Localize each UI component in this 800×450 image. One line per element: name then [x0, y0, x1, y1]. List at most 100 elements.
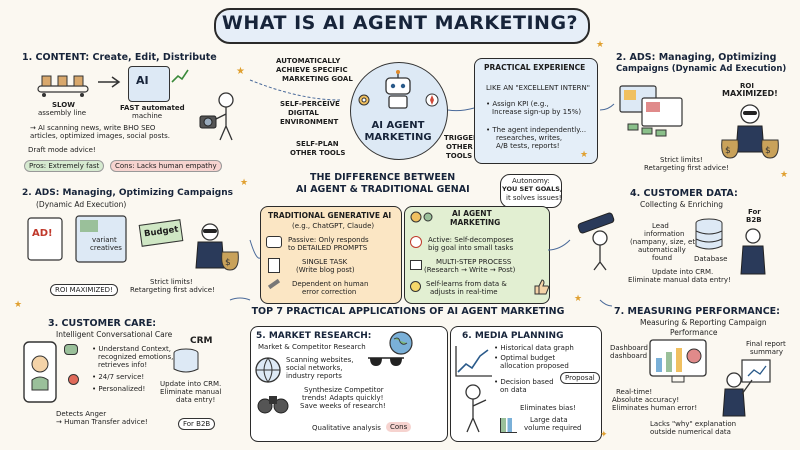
agent-item-3a: Self-learns from data & — [426, 280, 507, 288]
measure-lacks-2: outside numerical data — [650, 428, 731, 436]
media-large-1: Large data — [530, 416, 568, 424]
database-label: Database — [694, 255, 728, 263]
lead-info-1: Lead — [652, 222, 669, 230]
agent-item-1a: Active: Self-decomposes — [428, 236, 514, 244]
perceive-label-1: SELF-PERCEIVE — [280, 100, 340, 108]
goal-label-1: AUTOMATICALLY — [276, 57, 341, 65]
phone-chat-illustration — [23, 341, 57, 403]
flow-icon — [410, 260, 422, 270]
star-icon: ★ — [580, 150, 589, 160]
market-qual: Qualitative analysis — [312, 424, 381, 432]
cons-badge: Cons: Lacks human empathy — [110, 160, 222, 172]
document-icon — [268, 258, 280, 273]
measure-sub-1: Measuring & Reporting Campaign — [640, 318, 767, 327]
market-scan-3: industry reports — [286, 372, 342, 380]
market-synth-3: Save weeks of research! — [300, 402, 386, 410]
final-report-2: summary — [750, 348, 784, 356]
businessman-figure-illustration — [740, 228, 766, 275]
assembly-line-illustration — [37, 75, 89, 97]
compass-icon — [425, 93, 439, 107]
svg-text:$: $ — [225, 258, 231, 268]
customer-data-header: 4. CUSTOMER DATA: — [630, 188, 738, 199]
chat-bubble-green-icon — [64, 344, 78, 355]
database-icon — [695, 218, 723, 250]
dashboard-screen-illustration — [649, 339, 707, 383]
star-icon: ★ — [240, 178, 249, 188]
media-large-2: volume required — [524, 424, 582, 432]
trigger-label-3: TOOLS — [446, 152, 473, 160]
slow-label-1: SLOW — [52, 101, 75, 109]
measure-realtime-1: Real-time! — [616, 388, 653, 396]
perceive-label-2: DIGITAL — [288, 109, 319, 117]
cd-update-2: Eliminate manual data entry! — [628, 276, 731, 284]
gear-icon — [358, 94, 370, 106]
star-icon: ★ — [14, 300, 23, 310]
presenter-figure-illustration — [465, 384, 487, 433]
content-desc-2: articles, optimized images, social posts… — [30, 132, 170, 140]
measure-realtime-3: Eliminates human error! — [612, 404, 698, 412]
practical-agent-1: • The agent independently... — [486, 126, 587, 134]
ads-left-header: 2. ADS: Managing, Optimizing Campaigns — [22, 188, 234, 198]
ads-top-header-1: 2. ADS: Managing, Optimizing — [616, 52, 777, 63]
cd-update-1: Update into CRM. — [652, 268, 714, 276]
draft-mode-note: Draft mode advice! — [28, 146, 96, 154]
market-cons-badge: Cons — [386, 422, 412, 432]
market-header: 5. MARKET RESEARCH: — [256, 331, 372, 341]
arrow-icon — [98, 76, 121, 88]
media-item-3b: on data — [500, 386, 527, 394]
difference-header-2: AI AGENT & TRADITIONAL GENAI — [296, 184, 470, 195]
care-item-1c: retrieves info! — [98, 361, 148, 369]
practical-kpi-1: • Assign KPI (e.g., — [486, 100, 549, 108]
chart-bars-icon — [500, 418, 517, 433]
fast-label-1: FAST automated — [120, 104, 185, 112]
roi-maximized-badge: ROI MAXIMIZED! — [50, 284, 118, 296]
earth-icon — [389, 331, 413, 355]
businessman-money-illustration: $ $ — [721, 104, 779, 159]
top7-heading: TOP 7 PRACTICAL APPLICATIONS OF AI AGENT… — [251, 306, 565, 317]
trigger-label-1: TRIGGER — [444, 134, 479, 142]
trad-title-2: (e.g., ChatGPT, Claude) — [292, 222, 375, 230]
care-anger-1: Detects Anger — [56, 410, 107, 418]
svg-text:$: $ — [765, 146, 771, 156]
ad-screens-illustration — [619, 85, 683, 137]
traditional-genai-panel — [260, 206, 402, 304]
practical-header: PRACTICAL EXPERIENCE — [484, 63, 586, 72]
market-synth-2: trends! Adapts quickly! — [302, 394, 384, 402]
media-item-2a: • Optimal budget — [494, 354, 556, 362]
trad-item-3b: error correction — [302, 288, 357, 296]
plan-label-2: OTHER TOOLS — [290, 149, 346, 157]
plan-label-1: SELF-PLAN — [296, 140, 339, 148]
pros-badge: Pros: Extremely fast — [24, 160, 105, 172]
chat-bubble-red-icon — [68, 374, 79, 385]
media-item-3a: • Decision based — [494, 378, 554, 386]
care-item-3: • Personalized! — [92, 385, 146, 393]
perceive-label-3: ENVIRONMENT — [280, 118, 339, 126]
lead-info-4: automatically — [638, 246, 686, 254]
ad-variants-illustration — [27, 215, 127, 263]
globe-icon — [255, 357, 281, 383]
growth-graph-icon — [455, 346, 492, 377]
care-update-3: data entry! — [176, 396, 216, 404]
care-item-2: • 24/7 service! — [92, 373, 145, 381]
target-icon — [410, 236, 422, 248]
content-desc-1: → AI scanning news, write BHO SEO — [30, 124, 156, 132]
lead-info-3: (nampany, size, etc.) — [630, 238, 704, 246]
care-anger-2: → Human Transfer advice! — [56, 418, 148, 426]
practical-box — [474, 58, 598, 164]
page-title: WHAT IS AI AGENT MARKETING? — [221, 12, 579, 34]
for-b2b-2: B2B — [746, 216, 762, 224]
media-item-1: • Historical data graph — [494, 344, 574, 352]
care-b2b-badge: For B2B — [178, 418, 216, 430]
agent-title-2: MARKETING — [450, 218, 501, 227]
trad-item-1a: Passive: Only responds — [288, 236, 369, 244]
ads-top-roi-1: ROI — [740, 82, 754, 90]
dashboard-label-2: dashboard — [610, 352, 648, 360]
dashboard-label-1: Dashboard — [610, 344, 648, 352]
agent-item-1b: big goal into small tasks — [428, 244, 514, 252]
content-header: 1. CONTENT: Create, Edit, Distribute — [22, 52, 217, 63]
star-icon: ★ — [574, 294, 583, 304]
trad-item-2a: SINGLE TASK — [302, 258, 348, 266]
market-research-panel — [250, 326, 448, 442]
measure-lacks-1: Lacks "why" explanation — [650, 420, 737, 428]
autonomy-text-2: YOU SET GOALS, — [502, 185, 563, 193]
